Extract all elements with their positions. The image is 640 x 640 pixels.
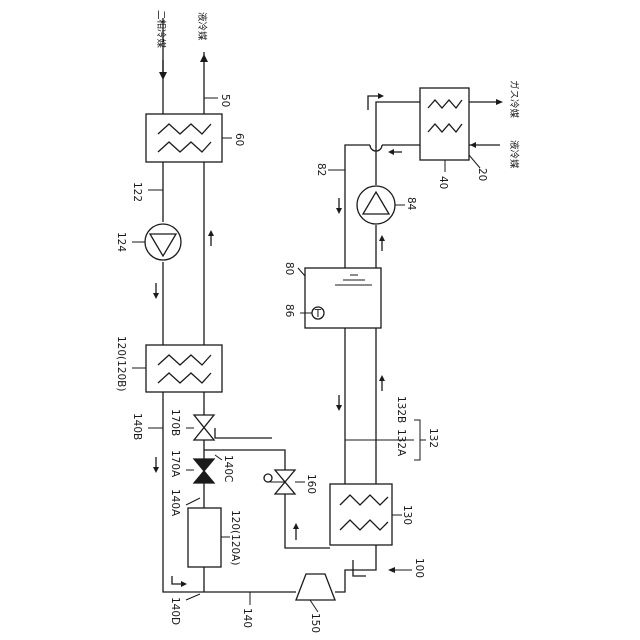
flow-arrow-down-2-head	[153, 467, 159, 473]
flow-arrow-up-132B-head	[379, 375, 385, 381]
label-120-120A: 120(120A)	[229, 510, 241, 565]
label-86: 86	[283, 304, 295, 318]
label-120-120B: 120(120B)	[115, 336, 127, 391]
label-gas-refrigerant: ガス冷媒	[508, 80, 520, 119]
label-160: 160	[305, 474, 317, 494]
flow-arrow-gas-out-head	[496, 99, 503, 105]
label-50: 50	[219, 94, 231, 107]
leader-140C	[215, 455, 222, 460]
label-60: 60	[233, 133, 245, 146]
label-liquid-refrigerant-top: 液冷媒	[196, 12, 208, 41]
valve-170A	[194, 459, 214, 483]
flow-arrow-to-40-top-head	[378, 93, 384, 99]
label-liquid-refrigerant-right: 液冷媒	[508, 140, 520, 169]
flow-arrow-liquid-out	[200, 54, 208, 62]
label-130: 130	[401, 505, 413, 525]
flow-arrow-from-40-bottom-head	[388, 149, 394, 155]
compressor-150	[296, 574, 335, 600]
leader-150	[310, 600, 318, 612]
heat-exchanger-120B	[146, 345, 222, 392]
flow-arrow-corner-head	[181, 581, 187, 587]
temperature-sensor-86: T	[312, 307, 324, 320]
label-132B: 132B	[395, 396, 407, 423]
label-84: 84	[405, 197, 417, 211]
label-150: 150	[309, 613, 321, 633]
label-122: 122	[131, 182, 143, 202]
heat-exchanger-60	[146, 114, 222, 162]
label-20: 20	[476, 168, 488, 181]
bracket-132	[414, 420, 420, 460]
line-150-to-130	[335, 545, 376, 592]
label-140D: 140D	[169, 597, 181, 625]
flow-arrow-down-132A-head	[336, 405, 342, 411]
flow-arrow-150-out	[353, 560, 366, 576]
flow-arrow-up-1-head	[208, 230, 214, 236]
leader-140D	[186, 594, 200, 600]
pointer-100-head	[388, 567, 395, 573]
valve-170B	[194, 415, 214, 440]
flow-arrow-head	[159, 72, 167, 80]
heat-exchanger-130	[330, 484, 392, 545]
line-170B-bracket	[215, 428, 272, 438]
label-140A: 140A	[169, 489, 181, 517]
label-132: 132	[427, 428, 439, 448]
flow-arrow-up-84-head	[379, 235, 385, 241]
label-132A: 132A	[395, 429, 407, 457]
leader-20	[469, 155, 480, 168]
device-120A	[188, 508, 221, 567]
label-100: 100	[413, 558, 425, 578]
label-124: 124	[115, 232, 127, 252]
pump-84	[357, 186, 395, 224]
label-two-phase-refrigerant: 二相冷媒	[155, 10, 167, 49]
flow-arrow-down-1-head	[153, 293, 159, 299]
pump-124	[145, 224, 181, 260]
sensor-symbol: T	[314, 308, 322, 320]
flow-arrow-down-82-head	[336, 208, 342, 214]
label-140C: 140C	[222, 455, 234, 482]
expansion-valve-160	[264, 470, 295, 494]
leader-80	[298, 268, 305, 276]
label-140: 140	[241, 608, 253, 628]
label-170B: 170B	[169, 409, 181, 436]
label-82: 82	[315, 163, 327, 176]
flow-arrow-160-head	[293, 523, 299, 529]
line-to-40-top	[376, 102, 420, 145]
label-170A: 170A	[169, 450, 181, 478]
flow-arrow-liquid-in-head	[470, 142, 476, 148]
branch-140C	[204, 450, 285, 470]
label-140B: 140B	[131, 413, 143, 440]
branch-160-down	[285, 494, 330, 548]
label-40: 40	[437, 176, 449, 189]
heat-exchanger-40	[420, 88, 469, 160]
label-80: 80	[283, 262, 295, 275]
leader-140A	[186, 498, 200, 505]
